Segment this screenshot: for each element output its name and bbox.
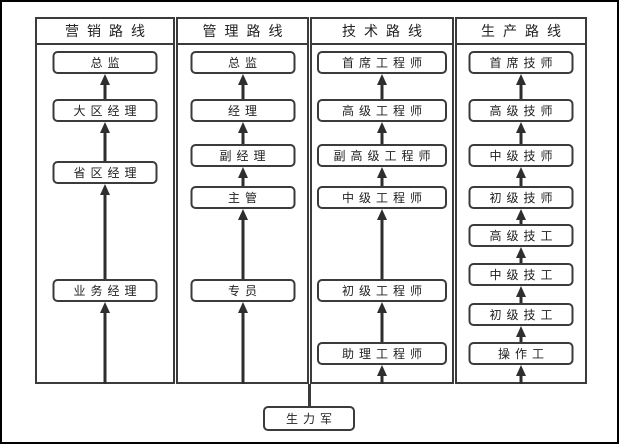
column-header-label: 营销路线	[65, 23, 153, 39]
up-arrow	[237, 167, 249, 186]
level-box: 业务经理	[52, 279, 158, 302]
level-label: 首席技师	[489, 56, 558, 70]
up-arrow	[237, 74, 249, 99]
up-arrow	[99, 122, 111, 161]
level-label: 高级技工	[489, 229, 558, 243]
up-arrow	[237, 122, 249, 144]
level-box: 主管	[190, 186, 295, 209]
level-box: 操作工	[468, 342, 574, 365]
up-arrow	[515, 209, 527, 224]
up-arrow	[237, 302, 249, 384]
column-header-management: 管理路线	[178, 19, 307, 45]
source-box: 生力军	[263, 406, 355, 431]
level-box: 省区经理	[52, 161, 158, 184]
level-box: 副经理	[190, 144, 295, 167]
level-label: 经理	[227, 104, 262, 118]
up-arrow	[515, 122, 527, 144]
up-arrow	[376, 167, 388, 186]
level-label: 中级技师	[489, 149, 558, 163]
level-box: 总监	[52, 51, 158, 74]
level-box: 初级工程师	[317, 279, 447, 302]
column-header-label: 技术路线	[342, 23, 430, 39]
level-label: 首席工程师	[341, 56, 427, 70]
level-box: 高级技工	[468, 224, 574, 247]
level-label: 总监	[90, 56, 125, 70]
level-box: 副高级工程师	[317, 144, 447, 167]
level-label: 总监	[227, 56, 262, 70]
level-box: 经理	[190, 99, 295, 122]
column-header-label: 管理路线	[202, 23, 291, 39]
level-label: 中级技工	[489, 268, 558, 282]
up-arrow	[515, 74, 527, 99]
up-arrow	[99, 74, 111, 99]
up-arrow	[376, 74, 388, 99]
level-box: 高级技师	[468, 99, 574, 122]
level-label: 省区经理	[73, 166, 142, 180]
level-label: 主管	[227, 191, 262, 205]
level-box: 总监	[190, 51, 295, 74]
level-label: 业务经理	[73, 284, 142, 298]
level-box: 中级工程师	[317, 186, 447, 209]
level-box: 专员	[190, 279, 295, 302]
up-arrow	[515, 365, 527, 384]
column-technical: 技术路线 首席工程师 高级工程师 副高级工程师 中级工程师 初级工程师 助理工程…	[310, 17, 454, 384]
level-label: 初级技工	[489, 308, 558, 322]
up-arrow	[376, 302, 388, 342]
up-arrow	[376, 122, 388, 144]
level-box: 初级技师	[468, 186, 574, 209]
level-label: 副高级工程师	[333, 149, 436, 163]
column-production: 生产路线 首席技师 高级技师 中级技师 初级技师 高级技工 中级技工 初级技工 …	[455, 17, 587, 384]
level-box: 助理工程师	[317, 342, 447, 365]
up-arrow	[515, 286, 527, 303]
up-arrow	[376, 365, 388, 384]
level-box: 初级技工	[468, 303, 574, 326]
level-box: 中级技工	[468, 263, 574, 286]
up-arrow	[515, 247, 527, 263]
up-arrow	[376, 209, 388, 279]
level-box: 中级技师	[468, 144, 574, 167]
up-arrow	[99, 184, 111, 279]
column-header-production: 生产路线	[457, 19, 585, 45]
up-arrow	[515, 167, 527, 186]
level-box: 高级工程师	[317, 99, 447, 122]
level-label: 大区经理	[73, 104, 142, 118]
level-label: 助理工程师	[341, 347, 427, 361]
column-header-label: 生产路线	[481, 23, 569, 39]
level-label: 初级工程师	[341, 284, 427, 298]
up-arrow	[237, 209, 249, 279]
level-box: 首席工程师	[317, 51, 447, 74]
level-label: 操作工	[497, 347, 549, 361]
level-label: 副经理	[219, 149, 271, 163]
connector-line	[308, 384, 311, 406]
level-label: 初级技师	[489, 191, 558, 205]
column-header-marketing: 营销路线	[37, 19, 173, 45]
up-arrow	[99, 302, 111, 384]
level-label: 中级工程师	[341, 191, 427, 205]
level-label: 专员	[227, 284, 262, 298]
source-label: 生力军	[285, 412, 337, 426]
up-arrow	[515, 326, 527, 342]
level-label: 高级工程师	[341, 104, 427, 118]
column-management: 管理路线 总监 经理 副经理 主管 专员	[176, 17, 309, 384]
level-box: 首席技师	[468, 51, 574, 74]
level-box: 大区经理	[52, 99, 158, 122]
column-marketing: 营销路线 总监 大区经理 省区经理 业务经理	[35, 17, 175, 384]
level-label: 高级技师	[489, 104, 558, 118]
column-header-technical: 技术路线	[312, 19, 452, 45]
